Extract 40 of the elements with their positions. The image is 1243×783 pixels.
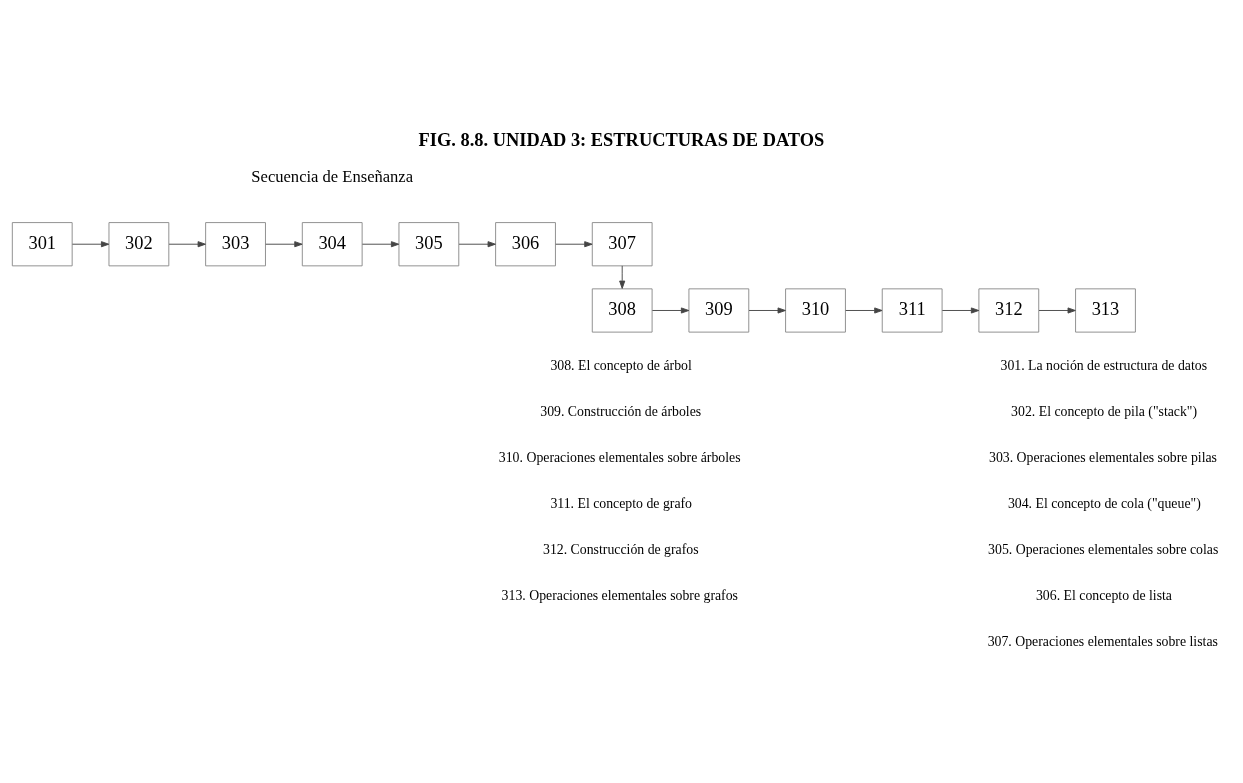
arrow xyxy=(845,307,883,314)
node-box: 308 xyxy=(591,288,653,333)
diagram-title: FIG. 8.8. UNIDAD 3: ESTRUCTURAS DE DATOS xyxy=(418,130,825,151)
arrow xyxy=(265,241,303,248)
node-box: 303 xyxy=(205,222,266,267)
label: 311. El concepto de grafo xyxy=(550,495,693,511)
label: 309. Construcción de árboles xyxy=(540,403,702,419)
node-box: 307 xyxy=(591,222,653,267)
arrow xyxy=(619,265,626,289)
label: 310. Operaciones elementales sobre árboles xyxy=(498,449,741,465)
node-box: 304 xyxy=(301,222,363,267)
label: 305. Operaciones elementales sobre colas xyxy=(988,541,1219,557)
arrow xyxy=(361,241,400,248)
arrow xyxy=(748,307,786,314)
node-box: 306 xyxy=(495,222,556,267)
arrow xyxy=(941,307,980,314)
node-box: 302 xyxy=(108,222,170,267)
node-box: 301 xyxy=(11,222,73,267)
node-box: 311 xyxy=(881,288,943,333)
arrow xyxy=(72,241,110,248)
node-box: 305 xyxy=(398,222,460,267)
label: 301. La noción de estructura de datos xyxy=(1000,357,1208,373)
label: 308. El concepto de árbol xyxy=(550,357,692,373)
label: 313. Operaciones elementales sobre grafos xyxy=(501,588,738,604)
arrow xyxy=(555,241,593,248)
label: 302. El concepto de pila ("stack") xyxy=(1011,403,1198,419)
label: 304. El concepto de cola ("queue") xyxy=(1007,495,1201,511)
node-box: 310 xyxy=(785,288,846,333)
label: 306. El concepto de lista xyxy=(1035,588,1172,604)
arrow xyxy=(1038,307,1076,314)
node-box: 312 xyxy=(978,288,1040,333)
arrow xyxy=(168,241,206,248)
node-box: 309 xyxy=(688,288,750,333)
label: 303. Operaciones elementales sobre pilas xyxy=(989,449,1217,465)
label: Secuencia de Enseñanza xyxy=(251,166,414,186)
node-box: 313 xyxy=(1075,288,1136,333)
arrow xyxy=(651,307,690,314)
arrow xyxy=(458,241,496,248)
label: 307. Operaciones elementales sobre listas xyxy=(987,634,1218,650)
label: 312. Construcción de grafos xyxy=(543,541,699,557)
